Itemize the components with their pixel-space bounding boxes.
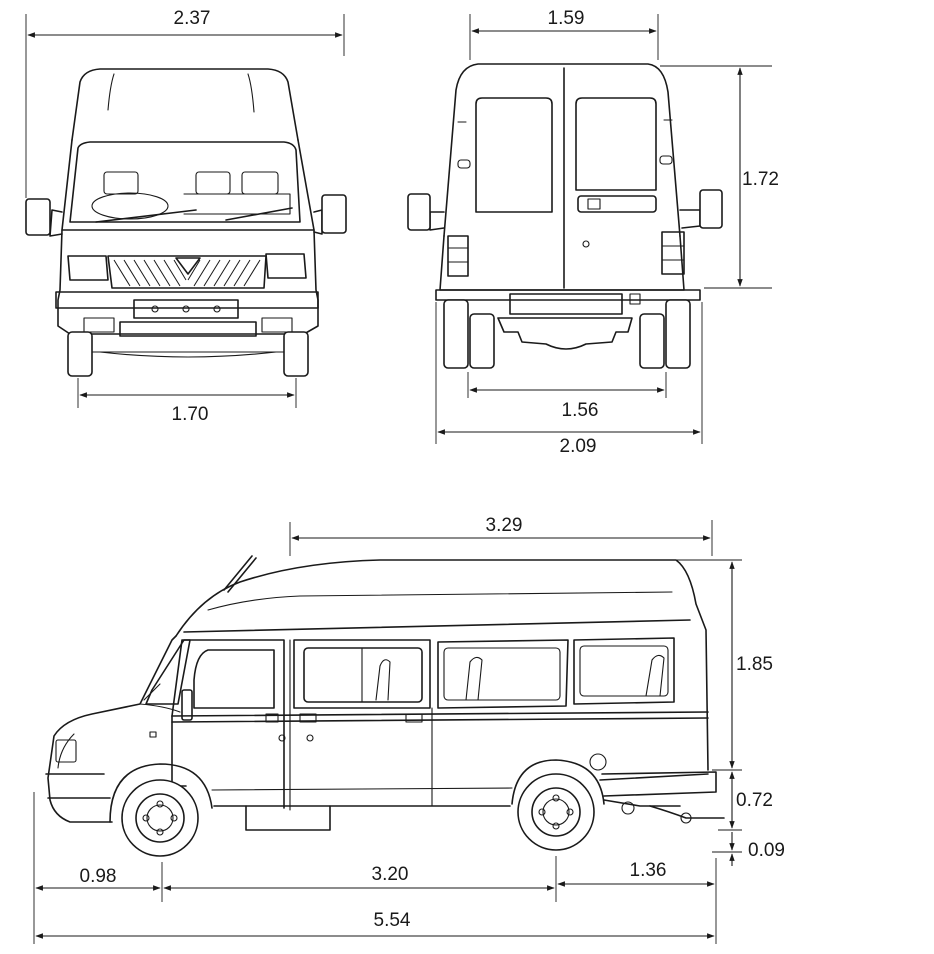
side-window-2 [437, 639, 569, 709]
side-overall-length-label: 5.54 [374, 910, 411, 931]
rear-door-handle [577, 195, 657, 213]
side-window-1 [303, 647, 423, 703]
rear-right-lamp [661, 231, 685, 275]
rear-view [407, 63, 723, 369]
side-mirror [181, 689, 193, 721]
rear-left-outer-wheel [443, 299, 469, 369]
side-wheelbase-label: 3.20 [372, 864, 409, 885]
front-roof [71, 68, 299, 141]
side-cab-window [193, 649, 275, 709]
side-upper-height-label: 1.85 [736, 654, 773, 675]
rear-left-mirror [407, 193, 431, 231]
side-roof-length-label: 3.29 [486, 515, 523, 536]
front-number-plate [133, 299, 239, 319]
front-right-mirror [321, 194, 347, 234]
side-headlamp [55, 739, 77, 763]
rear-right-inner-wheel [639, 313, 665, 369]
front-badge [175, 257, 201, 275]
side-roof [175, 559, 709, 771]
rear-roof-width-label: 1.59 [548, 8, 585, 29]
rear-right-window [575, 97, 657, 191]
side-tow-hitch [649, 805, 725, 819]
side-view-dimensions: 3.29 1.85 0.72 0.09 0.98 3.20 1.36 5.54 [33, 515, 785, 944]
front-left-mirror [25, 198, 51, 236]
side-view [45, 555, 725, 857]
front-left-wheel [67, 331, 93, 377]
side-front-wheel [121, 779, 199, 857]
rear-overall-width-label: 2.09 [560, 436, 597, 457]
rear-left-inner-wheel [469, 313, 495, 369]
side-window-3 [573, 637, 675, 705]
front-grille [107, 255, 267, 289]
rear-right-outer-wheel [665, 299, 691, 369]
side-front-overhang-label: 0.98 [80, 866, 117, 887]
side-rear-wheel [517, 773, 595, 851]
front-lower-vent [119, 321, 257, 337]
rear-body [443, 63, 681, 237]
rear-right-mirror [699, 189, 723, 229]
side-antenna [223, 555, 257, 593]
front-view [25, 68, 347, 377]
front-right-wheel [283, 331, 309, 377]
front-overall-width-label: 2.37 [174, 8, 211, 29]
side-windscreen [145, 639, 191, 705]
rear-left-lamp [447, 235, 469, 277]
front-right-headlamp [265, 253, 307, 279]
rear-number-plate [509, 293, 623, 315]
rear-track-label: 1.56 [562, 400, 599, 421]
side-rear-overhang-label: 1.36 [630, 860, 667, 881]
rear-left-window [475, 97, 553, 213]
rear-view-dimensions: 1.59 1.72 1.56 2.09 [435, 8, 779, 457]
side-ground-clearance-label: 0.09 [748, 840, 785, 861]
front-view-dimensions: 2.37 1.70 [25, 8, 345, 425]
front-windscreen [69, 141, 301, 223]
front-left-headlamp [67, 255, 109, 281]
side-floor-height-label: 0.72 [736, 790, 773, 811]
front-track-label: 1.70 [172, 404, 209, 425]
rear-body-height-label: 1.72 [742, 169, 779, 190]
